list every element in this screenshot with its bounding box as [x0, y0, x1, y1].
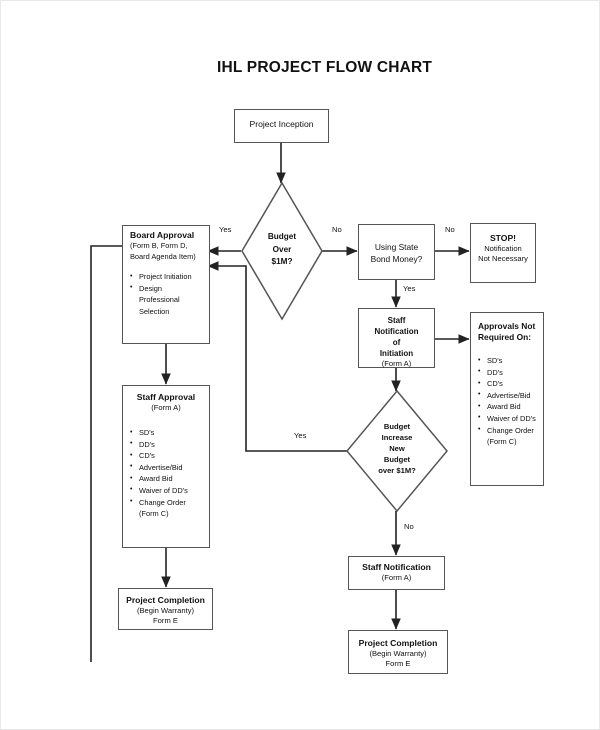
- list-item: Advertise/Bid: [128, 461, 204, 474]
- staff-notification-sub: (Form A): [381, 573, 412, 582]
- board-approval-sub1: (Form B, Form D,: [130, 241, 188, 250]
- node-approvals-not-required[interactable]: Approvals Not Required On: SD's DD's CD'…: [470, 312, 544, 486]
- board-approval-sub2: Board Agenda Item): [130, 251, 196, 261]
- list-item: CD's: [476, 378, 538, 390]
- list-item: Selection: [139, 306, 170, 316]
- list-item: Change Order: [128, 496, 204, 509]
- edge-label-bond-no: No: [445, 225, 455, 234]
- staff-notification-header: Staff Notification: [362, 562, 431, 572]
- approvals-header1: Approvals Not: [478, 321, 536, 331]
- board-approval-list: Project Initiation Design Professional S…: [128, 271, 204, 317]
- list-item: Waiver of DD's: [476, 412, 538, 425]
- list-item: (Form C): [139, 509, 169, 519]
- list-item: SD's: [128, 427, 204, 439]
- edge-label-budget-no: No: [332, 225, 342, 234]
- staff-approval-list: SD's DD's CD's Advertise/Bid Award Bid W…: [128, 427, 204, 520]
- staff-approval-sub: (Form A): [151, 403, 181, 412]
- project-inception-label: Project Inception: [249, 119, 314, 129]
- edge-label-increase-no: No: [404, 522, 414, 531]
- list-item: Award Bid: [128, 473, 204, 485]
- node-staff-notification-of-initiation[interactable]: Staff Notification of Initiation (Form A…: [358, 308, 435, 368]
- list-item: SD's: [476, 355, 538, 367]
- stop-line2: Not Necessary: [478, 254, 528, 263]
- list-item: Advertise/Bid: [476, 389, 538, 402]
- using-state-bond-line1: Using State: [374, 242, 419, 252]
- list-item: Design: [128, 282, 204, 295]
- node-stop[interactable]: STOP! Notification Not Necessary: [470, 223, 536, 283]
- approvals-not-required-list: SD's DD's CD's Advertise/Bid Award Bid W…: [476, 355, 538, 448]
- project-completion-bottom-sub1: (Begin Warranty): [369, 649, 427, 658]
- board-approval-header: Board Approval: [130, 230, 195, 240]
- list-item: Professional: [139, 295, 180, 305]
- decision-budget-over-1m: [241, 181, 323, 321]
- edge-label-bond-yes: Yes: [403, 284, 416, 293]
- list-item: DD's: [128, 438, 204, 451]
- list-item: Change Order: [476, 424, 538, 437]
- node-board-approval[interactable]: Board Approval (Form B, Form D, Board Ag…: [122, 225, 210, 344]
- project-completion-bottom-header: Project Completion: [358, 638, 438, 648]
- project-completion-left-header: Project Completion: [126, 595, 205, 605]
- staff-notif-init-line3: Initiation: [379, 349, 414, 358]
- node-staff-notification[interactable]: Staff Notification (Form A): [348, 556, 445, 590]
- project-completion-bottom-sub2: Form E: [385, 659, 411, 668]
- using-state-bond-line2: Bond Money?: [370, 254, 423, 264]
- list-item: Award Bid: [476, 401, 538, 413]
- project-completion-left-sub2: Form E: [153, 616, 178, 625]
- staff-notif-init-line2: of: [392, 338, 401, 347]
- node-project-completion-left[interactable]: Project Completion (Begin Warranty) Form…: [118, 588, 213, 630]
- list-item: (Form C): [487, 437, 517, 447]
- list-item: DD's: [476, 366, 538, 379]
- page-title: IHL PROJECT FLOW CHART: [217, 59, 433, 76]
- edge-label-budget-yes: Yes: [219, 225, 232, 234]
- node-project-inception[interactable]: Project Inception: [234, 109, 329, 143]
- edge-increase-yes-to-board: [207, 261, 348, 452]
- node-using-state-bond-money[interactable]: Using State Bond Money?: [358, 224, 435, 280]
- list-item: Waiver of DD's: [128, 484, 204, 497]
- decision-budget-increase: [346, 389, 448, 513]
- approvals-header2: Required On:: [478, 332, 532, 342]
- project-completion-left-sub1: (Begin Warranty): [136, 606, 195, 615]
- staff-notif-init-line1: Staff Notification: [374, 316, 419, 336]
- node-project-completion-bottom[interactable]: Project Completion (Begin Warranty) Form…: [348, 630, 448, 674]
- stop-line1: Notification: [484, 244, 522, 253]
- stop-header: STOP!: [489, 233, 517, 243]
- list-item: CD's: [128, 450, 204, 462]
- staff-notif-init-line4: (Form A): [381, 359, 412, 368]
- node-staff-approval[interactable]: Staff Approval (Form A) SD's DD's CD's A…: [122, 385, 210, 548]
- edge-label-increase-yes: Yes: [294, 431, 307, 440]
- staff-approval-header: Staff Approval: [136, 392, 196, 402]
- list-item: Project Initiation: [128, 271, 204, 283]
